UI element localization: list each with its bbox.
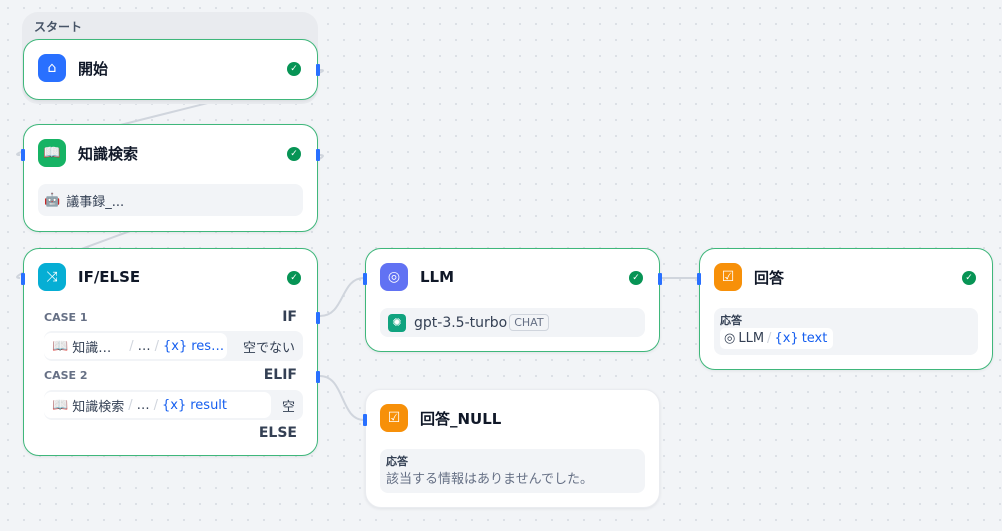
input-handle[interactable] bbox=[21, 149, 25, 161]
node-title: 開始 bbox=[78, 59, 109, 78]
success-check-icon: ✓ bbox=[629, 271, 643, 285]
start-node[interactable]: ⌂ 開始 ✓ bbox=[23, 39, 320, 100]
variable-chip: ◎LLM/{x}text bbox=[720, 328, 834, 349]
branch-label-else: ELSE bbox=[258, 425, 297, 441]
output-handle[interactable] bbox=[316, 64, 320, 76]
dataset-name: 議事録_... bbox=[66, 194, 125, 210]
branch-icon: ⤨ bbox=[38, 263, 66, 291]
case-label: CASE 2 bbox=[44, 369, 88, 382]
source-node: 知識検索 bbox=[72, 399, 125, 415]
robot-icon: 🤖 bbox=[44, 192, 61, 208]
if-handle[interactable] bbox=[316, 312, 320, 324]
input-handle[interactable] bbox=[697, 273, 701, 285]
variable-name: text bbox=[801, 331, 828, 346]
case-label: CASE 1 bbox=[44, 311, 88, 324]
edge-elif-null bbox=[319, 375, 365, 421]
node-title: IF/ELSE bbox=[78, 268, 141, 286]
answer-node[interactable]: ☑ 回答 ✓ 応答 ◎LLM/{x}text bbox=[697, 248, 993, 370]
ifelse-node[interactable]: ⤨ IF/ELSE ✓ CASE 1 IF 📖知識…/…/{x}res… 空でない… bbox=[21, 248, 320, 456]
answer-panel: 応答 該当する情報はありませんでした。 bbox=[380, 449, 645, 493]
output-handle[interactable] bbox=[316, 149, 320, 161]
edge-if-llm bbox=[319, 277, 365, 317]
brain-icon: ◎ bbox=[724, 331, 736, 346]
answer-null-node[interactable]: ☑ 回答_NULL 応答 該当する情報はありませんでした。 bbox=[363, 389, 660, 508]
condition-row[interactable]: 📖知識検索/…/{x}result 空 bbox=[44, 390, 303, 420]
answer-text: 該当する情報はありませんでした。 bbox=[386, 472, 593, 487]
success-check-icon: ✓ bbox=[962, 271, 976, 285]
variable-icon: {x} bbox=[161, 397, 187, 413]
model-selector[interactable]: ✺ gpt-3.5-turbo CHAT bbox=[380, 308, 645, 337]
node-title: 知識検索 bbox=[78, 144, 139, 163]
node-title: 回答_NULL bbox=[420, 409, 502, 428]
brain-icon: ◎ bbox=[380, 263, 408, 291]
variable-icon: {x} bbox=[774, 331, 799, 346]
input-handle[interactable] bbox=[363, 273, 367, 285]
variable-name: res… bbox=[191, 338, 225, 354]
answer-icon: ☑ bbox=[380, 404, 408, 432]
book-icon: 📖 bbox=[38, 139, 66, 167]
source-node: 知識… bbox=[72, 340, 112, 356]
source-node: LLM bbox=[738, 331, 765, 346]
answer-panel: 応答 ◎LLM/{x}text bbox=[714, 308, 978, 355]
group-label: スタート bbox=[34, 20, 83, 34]
model-name: gpt-3.5-turbo bbox=[414, 314, 508, 331]
knowledge-node[interactable]: 📖 知識検索 ✓ 🤖 議事録_... bbox=[21, 124, 320, 232]
mode-badge: CHAT bbox=[509, 314, 549, 331]
branch-label-elif: ELIF bbox=[263, 367, 297, 383]
success-check-icon: ✓ bbox=[287, 147, 301, 161]
elif-handle[interactable] bbox=[316, 371, 320, 383]
condition-row[interactable]: 📖知識…/…/{x}res… 空でない bbox=[44, 331, 303, 361]
path-ellipsis: … bbox=[136, 397, 150, 413]
field-label: 応答 bbox=[386, 455, 408, 468]
llm-node[interactable]: ◎ LLM ✓ ✺ gpt-3.5-turbo CHAT bbox=[363, 248, 662, 352]
input-handle[interactable] bbox=[363, 414, 367, 426]
path-ellipsis: … bbox=[137, 338, 151, 354]
node-title: 回答 bbox=[754, 268, 785, 287]
branch-label-if: IF bbox=[282, 309, 297, 325]
dataset-item: 🤖 議事録_... bbox=[38, 184, 303, 216]
operator: 空でない bbox=[242, 341, 295, 356]
success-check-icon: ✓ bbox=[287, 271, 301, 285]
variable-icon: {x} bbox=[162, 338, 188, 354]
book-icon: 📖 bbox=[52, 397, 69, 413]
node-title: LLM bbox=[420, 268, 455, 286]
operator: 空 bbox=[281, 400, 295, 415]
book-icon: 📖 bbox=[52, 338, 69, 354]
home-icon: ⌂ bbox=[38, 54, 66, 82]
output-handle[interactable] bbox=[658, 273, 662, 285]
answer-icon: ☑ bbox=[714, 263, 742, 291]
variable-name: result bbox=[190, 397, 228, 413]
input-handle[interactable] bbox=[21, 273, 25, 285]
openai-icon: ✺ bbox=[388, 313, 406, 332]
field-label: 応答 bbox=[720, 314, 742, 327]
success-check-icon: ✓ bbox=[287, 62, 301, 76]
